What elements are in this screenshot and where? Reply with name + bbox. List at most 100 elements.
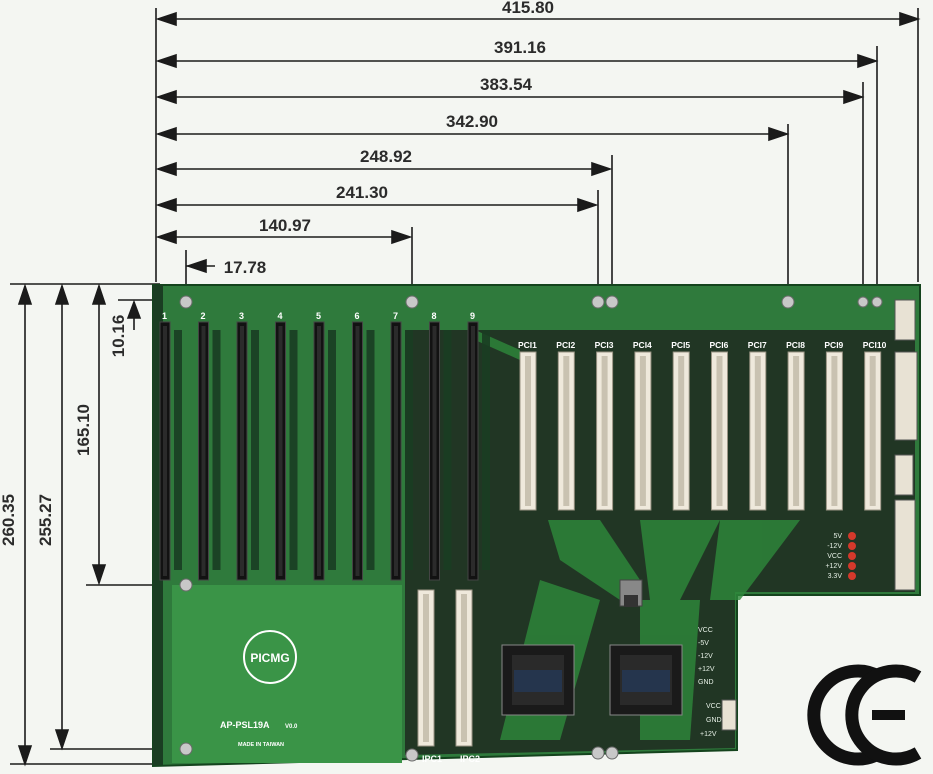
horizontal-dimension-labels: 415.80 391.16 383.54 342.90 248.92 241.3… [224, 0, 554, 277]
sec-label-vcc: VCC [698, 627, 713, 634]
isa-slot-7: 7 [390, 311, 413, 581]
cpu-slot-label: IPC2 [460, 754, 480, 764]
pci-slot-pci3: PCI3 [595, 340, 614, 511]
mount-hole-bottom-left [179, 742, 193, 756]
mount-hole-top-6 [857, 296, 869, 308]
lower-label-gnd: GND [706, 717, 722, 724]
dim-415-80 [155, 8, 921, 282]
dim-248-92 [155, 155, 613, 302]
vertical-dimension-labels: 260.35 255.27 165.10 10.16 [0, 315, 128, 546]
aux-connector-1 [894, 454, 914, 496]
mount-hole-bottom-2 [405, 748, 419, 762]
pci-slot-pci2: PCI2 [556, 340, 575, 511]
dim-383-54 [155, 82, 865, 302]
pci-slot-pci9: PCI9 [824, 340, 844, 511]
ce-mark: CE [0, 0, 922, 766]
isa-slot-2: 2 [198, 311, 221, 581]
pci-slot-label: PCI7 [748, 340, 767, 350]
lower-label-12v: +12V [700, 731, 717, 738]
dim-17-78 [185, 250, 215, 302]
cpu-slot-ipc2: IPC2 [455, 589, 480, 764]
mount-hole-top-3 [591, 295, 605, 309]
isa-slot-1: 1 [159, 311, 182, 581]
pci-slot-pci8: PCI8 [786, 340, 805, 511]
isa-slot-label: 7 [393, 311, 398, 321]
bridge-chip-2 [609, 644, 683, 716]
power-led-labels: 5V -12V VCC +12V 3.3V [825, 533, 842, 580]
cpu-slot-label: IPC1 [422, 754, 442, 764]
dim-label-241-30: 241.30 [336, 183, 388, 202]
left-edge-strip [153, 285, 163, 765]
pci-slot-label: PCI9 [824, 340, 843, 350]
dim-241-30 [155, 190, 599, 302]
power-connectors-right [721, 299, 918, 731]
sec-label-m5v: -5V [698, 640, 709, 647]
dim-label-140-97: 140.97 [259, 216, 311, 235]
voltage-regulator [619, 579, 643, 607]
dim-label-248-92: 248.92 [360, 147, 412, 166]
pci-slot-label: PCI10 [863, 340, 887, 350]
power-label-5v: 5V [833, 533, 842, 540]
mount-hole-top-2 [405, 295, 419, 309]
dim-label-383-54: 383.54 [480, 75, 533, 94]
power-leds [848, 532, 856, 580]
pci-slot-pci10: PCI10 [863, 340, 887, 511]
power-label-m12v: -12V [827, 543, 842, 550]
pci-slot-pci6: PCI6 [710, 340, 729, 511]
atx-power-connector [894, 351, 918, 441]
power-label-p12v: +12V [825, 563, 842, 570]
isa-slot-label: 8 [432, 311, 437, 321]
pci-slot-pci4: PCI4 [633, 340, 652, 511]
mount-hole-top-left [179, 295, 193, 309]
pci-slot-label: PCI5 [671, 340, 690, 350]
isa-slot-group: 1 2 3 4 5 6 7 8 9 [159, 311, 490, 581]
mount-hole-bottom-3 [591, 746, 605, 760]
isa-slot-8: 8 [429, 311, 452, 581]
made-in-label: MADE IN TAIWAN [238, 742, 284, 748]
isa-slot-label: 3 [239, 311, 244, 321]
cpu-slot-group: IPC1 IPC2 [417, 589, 480, 764]
lower-power-connector [721, 699, 737, 731]
ce-mark-text: CE [0, 0, 2, 1]
isa-slot-label: 1 [162, 311, 167, 321]
dim-342-90 [155, 124, 790, 302]
mount-hole-top-4 [605, 295, 619, 309]
dim-label-415-80: 415.80 [502, 0, 554, 17]
picmg-logo: PICMG [243, 630, 297, 684]
model-label: AP-PSL19A [220, 720, 270, 730]
pci-slot-pci7: PCI7 [748, 340, 767, 511]
dim-label-165-10: 165.10 [74, 404, 93, 456]
bridge-chip-1 [501, 644, 575, 716]
pci-slot-label: PCI3 [595, 340, 614, 350]
dim-label-391-16: 391.16 [494, 38, 546, 57]
isa-slot-label: 6 [355, 311, 360, 321]
pci-slot-label: PCI1 [518, 340, 537, 350]
dim-label-17-78: 17.78 [224, 258, 267, 277]
pci-slot-label: PCI8 [786, 340, 805, 350]
isa-slot-4: 4 [275, 311, 298, 581]
isa-slot-5: 5 [313, 311, 336, 581]
isa-slot-label: 2 [201, 311, 206, 321]
isa-slot-9: 9 [467, 311, 490, 581]
pci-slot-label: PCI6 [710, 340, 729, 350]
isa-slot-label: 4 [278, 311, 283, 321]
dim-label-342-90: 342.90 [446, 112, 498, 131]
backplane-board: 1 2 3 4 5 6 7 8 9 PCI1 PCI2 PCI3 PCI4 PCI5 PCI6 PCI7 PC… [152, 284, 921, 768]
sec-label-m12v: -12V [698, 653, 713, 660]
dim-label-255-27: 255.27 [36, 494, 55, 546]
dim-label-10-16: 10.16 [109, 315, 128, 358]
secondary-power-labels: VCC -5V -12V +12V GND VCC GND +12V [698, 627, 722, 738]
pci-slot-label: PCI4 [633, 340, 652, 350]
mounting-holes [179, 295, 883, 762]
power-switch-connector [894, 299, 916, 341]
pci-slot-pci1: PCI1 [518, 340, 537, 511]
mount-hole-mid-left [179, 578, 193, 592]
aux-connector-2 [894, 499, 916, 591]
pci-slot-pci5: PCI5 [671, 340, 690, 511]
sec-label-gnd: GND [698, 679, 714, 686]
horizontal-dimensions [155, 8, 921, 302]
picmg-logo-text: PICMG [250, 651, 289, 665]
isa-slot-label: 9 [470, 311, 475, 321]
version-label: V0.0 [285, 724, 298, 730]
